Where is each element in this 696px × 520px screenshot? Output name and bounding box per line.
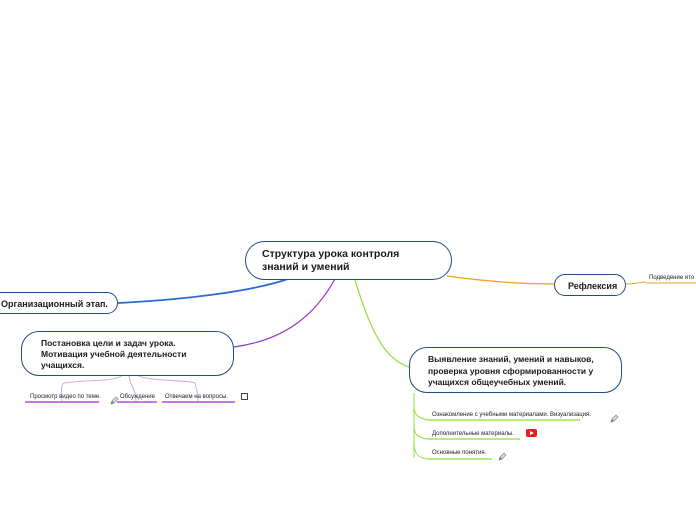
leaf-study-materials[interactable]: Ознакомление с учебными материалами. Виз…: [432, 412, 591, 418]
branch-goal-line-2: Мотивация учебной деятельности: [41, 349, 187, 359]
branch-reflection[interactable]: Рефлексия: [554, 274, 626, 296]
pencil-icon[interactable]: [110, 392, 119, 405]
leaf-basic-concepts[interactable]: Основные понятия.: [432, 450, 487, 456]
connector-reflection-leaf: [625, 281, 647, 285]
central-topic-line-1: Структура урока контроля: [262, 248, 400, 260]
external-link-icon[interactable]: [241, 393, 248, 400]
youtube-icon[interactable]: [526, 429, 537, 437]
leaf-watch-video[interactable]: Просмотр видео по теме.: [30, 394, 101, 400]
leaf-summary[interactable]: Подведение ито: [649, 275, 695, 281]
connector-goal: [233, 278, 336, 348]
connector-ident-leaf-1: [413, 404, 429, 421]
connector-identification: [354, 279, 410, 368]
branch-identification[interactable]: Выявление знаний, умений и навыков, пров…: [409, 347, 622, 393]
leaf-discussion[interactable]: Обсуждение: [120, 394, 155, 400]
branch-org-label: Организационный этап.: [1, 299, 108, 309]
branch-goal-line-1: Постановка цели и задач урока.: [41, 338, 176, 348]
leaf-additional-materials[interactable]: Дополнительные материалы.: [432, 431, 515, 437]
branch-reflection-label: Рефлексия: [568, 281, 618, 291]
connector-ident-leaf-2: [413, 424, 429, 440]
central-topic-line-2: знаний и умений: [262, 261, 350, 273]
branch-org-stage[interactable]: Организационный этап.: [0, 292, 118, 314]
branch-goal-setting[interactable]: Постановка цели и задач урока. Мотивация…: [21, 331, 234, 376]
branch-goal-line-3: учащихся.: [41, 360, 85, 370]
branch-ident-line-1: Выявление знаний, умений и навыков,: [428, 354, 594, 364]
leaf-answer-questions[interactable]: Отвечаем на вопросы.: [165, 394, 228, 400]
branch-ident-line-2: проверка уровня сформированности у: [428, 365, 594, 376]
branch-ident-line-3: учащихся общеучебных умений.: [428, 377, 567, 387]
pencil-icon[interactable]: [610, 410, 619, 423]
connector-org: [117, 278, 289, 304]
pencil-icon[interactable]: [498, 448, 507, 461]
central-topic[interactable]: Структура урока контроля знаний и умений: [245, 241, 452, 280]
connector-reflection: [446, 275, 555, 285]
connector-ident-leaf-3: [413, 441, 429, 460]
